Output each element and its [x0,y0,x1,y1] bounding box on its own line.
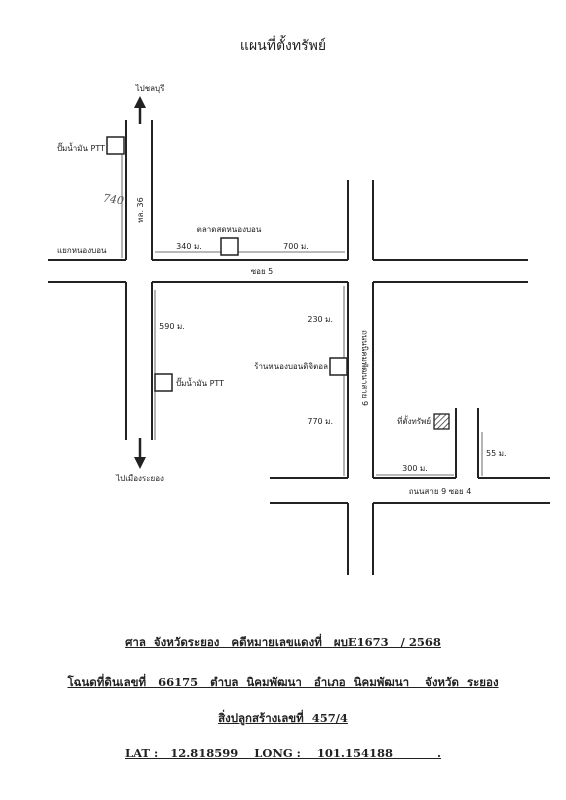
label-dist-230: 230 ม. [307,315,333,324]
coordinates-line: LAT : 12.818599 LONG : 101.154188 . [125,746,441,760]
label-nong-bon-junction: แยกหนองบอน [57,246,107,255]
market-marker [220,237,239,256]
label-shop: ร้านหนองบอนดิจิตอล [254,362,328,371]
label-ptt-north: ปั๊มน้ำมัน PTT [57,142,105,153]
label-dist-700: 700 ม. [283,242,309,251]
title-deed-line: โฉนดที่ดินเลขที่ 66175 ตำบล นิคมพัฒนา อำ… [67,675,499,689]
north-arrow [134,96,146,124]
south-arrow [134,438,146,469]
location-map: แผนที่ตั้งทรัพย์ [48,35,550,575]
label-to-rayong: ไปเมืองระยอง [115,474,164,483]
ptt-south-marker [154,373,173,392]
label-road-9-soi-4: ถนนสาย 9 ซอย 4 [409,487,472,496]
label-dist-300: 300 ม. [402,464,428,473]
property-marker [433,413,450,430]
label-market: ตลาดสดหนองบอน [197,225,262,234]
shop-marker [329,357,348,376]
label-highway-36: ทล. 36 [136,197,145,222]
label-dist-590: 590 ม. [159,322,185,331]
label-dist-340: 340 ม. [176,242,202,251]
label-to-chonburi: ไปชลบุรี [135,84,166,93]
court-case-line: ศาล จังหวัดระยอง คดีหมายเลขแดงที่ ผบE167… [125,635,441,649]
label-soi-5: ซอย 5 [251,267,274,276]
ptt-north-marker [106,136,125,155]
distance-guides [121,155,483,476]
road-lines [48,120,550,575]
label-dist-55: 55 ม. [486,449,507,458]
label-dist-770: 770 ม. [307,417,333,426]
label-road-9: ถนนนิคมพัฒนาสาย 9 [360,330,369,406]
building-number-line: สิ่งปลูกสร้างเลขที่ 457/4 [218,711,348,725]
map-title: แผนที่ตั้งทรัพย์ [240,35,326,54]
handwritten-note: 740 [102,192,125,208]
label-property: ที่ตั้งทรัพย์ [397,415,431,426]
label-ptt-south: ปั๊มน้ำมัน PTT [176,377,224,388]
